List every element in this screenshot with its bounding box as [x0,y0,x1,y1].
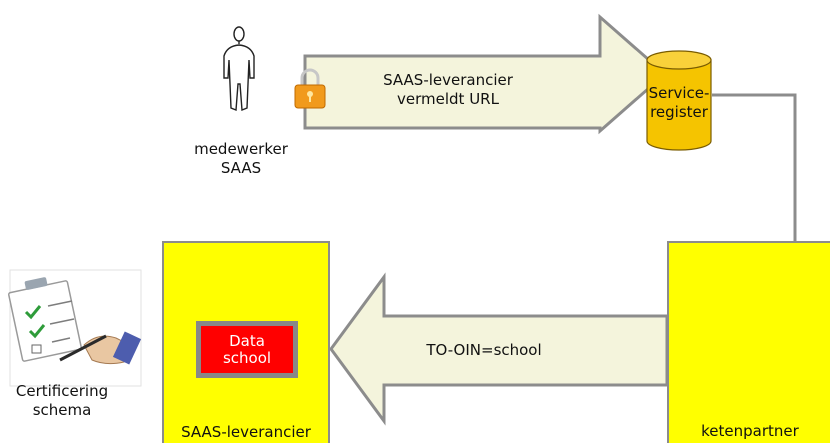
saas-supplier-label: SAAS-leverancier [181,423,311,441]
actor-label-line2: SAAS [220,159,262,177]
chain-partner-label: ketenpartner [701,422,799,440]
service-register-line1: Service- [648,84,710,102]
chain-partner-box [667,241,830,443]
top-arrow-label-line1: SAAS-leverancier [383,71,513,89]
top-arrow-label-line2: vermeldt URL [397,90,499,108]
lock-icon [294,68,326,109]
person-icon [223,26,255,112]
cylinder-icon [646,50,712,151]
data-school-box: Data school [196,321,298,378]
data-school-line1: Data [229,331,265,350]
clipboard-icon [8,269,142,387]
actor-label-line1: medewerker [194,140,288,158]
data-school-line2: school [222,348,272,367]
top-arrow [303,13,668,135]
saas-supplier-box [162,241,330,443]
certification-label-line2: schema [32,401,92,419]
bottom-arrow [329,272,669,426]
service-register-line2: register [650,103,708,121]
certification-label-line1: Certificering [15,382,109,400]
bottom-arrow-label: TO-OIN=school [426,341,542,359]
